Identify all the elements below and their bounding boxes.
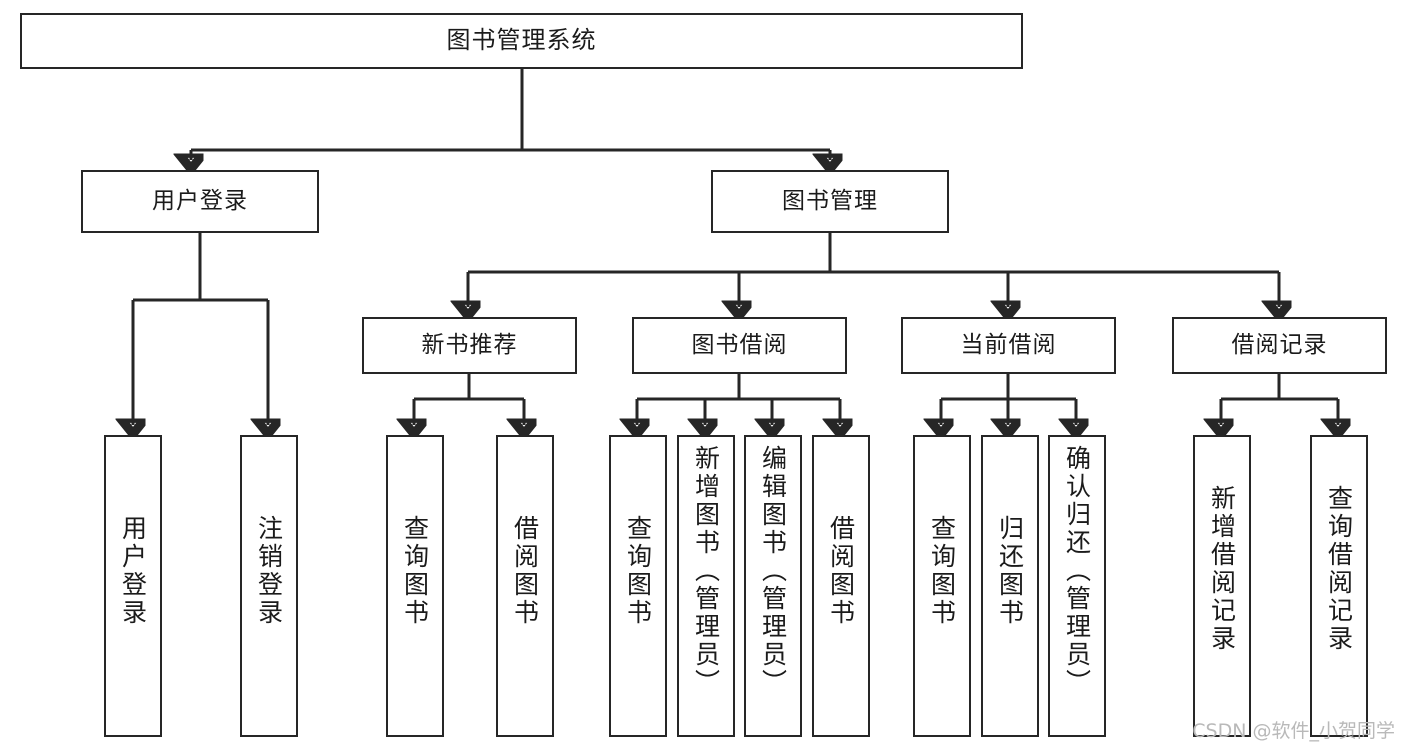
node-label: 当前借阅: [960, 332, 1057, 359]
node-label: 图书管理: [782, 188, 878, 215]
node-label: 编辑图书（管理员）: [758, 445, 788, 697]
node-label: 借阅图书: [510, 515, 540, 627]
leaf-borrow-book[interactable]: 借阅图书: [812, 435, 870, 737]
leaf-logout[interactable]: 注销登录: [240, 435, 298, 737]
node-label: 查询借阅记录: [1324, 485, 1354, 653]
node-book-manage[interactable]: 图书管理: [711, 170, 949, 233]
node-root-system[interactable]: 图书管理系统: [20, 13, 1023, 69]
node-label: 用户登录: [152, 188, 248, 215]
node-label: 图书管理系统: [446, 26, 597, 55]
leaf-query-book-current[interactable]: 查询图书: [913, 435, 971, 737]
node-new-book-recommend[interactable]: 新书推荐: [362, 317, 577, 374]
node-label: 新书推荐: [421, 332, 518, 359]
leaf-query-book-borrow[interactable]: 查询图书: [609, 435, 667, 737]
leaf-add-borrow-record[interactable]: 新增借阅记录: [1193, 435, 1251, 737]
node-book-borrow[interactable]: 图书借阅: [632, 317, 847, 374]
node-label: 新增图书（管理员）: [691, 445, 721, 697]
node-label: 归还图书: [995, 515, 1025, 627]
node-user-login[interactable]: 用户登录: [81, 170, 319, 233]
node-label: 图书借阅: [691, 332, 788, 359]
leaf-user-login[interactable]: 用户登录: [104, 435, 162, 737]
watermark-text: CSDN @软件_小贺同学: [1192, 720, 1395, 742]
leaf-borrow-book-recommend[interactable]: 借阅图书: [496, 435, 554, 737]
leaf-return-book[interactable]: 归还图书: [981, 435, 1039, 737]
node-label: 查询图书: [623, 515, 653, 627]
node-label: 借阅图书: [826, 515, 856, 627]
node-label: 查询图书: [400, 515, 430, 627]
leaf-edit-book[interactable]: 编辑图书（管理员）: [744, 435, 802, 737]
node-label: 新增借阅记录: [1207, 485, 1237, 653]
leaf-add-book[interactable]: 新增图书（管理员）: [677, 435, 735, 737]
node-label: 注销登录: [254, 515, 284, 627]
node-label: 借阅记录: [1231, 332, 1328, 359]
leaf-query-borrow-record[interactable]: 查询借阅记录: [1310, 435, 1368, 737]
leaf-query-book-recommend[interactable]: 查询图书: [386, 435, 444, 737]
node-label: 查询图书: [927, 515, 957, 627]
node-label: 确认归还（管理员）: [1062, 445, 1092, 697]
leaf-confirm-return[interactable]: 确认归还（管理员）: [1048, 435, 1106, 737]
node-borrow-record[interactable]: 借阅记录: [1172, 317, 1387, 374]
node-label: 用户登录: [118, 515, 148, 627]
node-current-borrow[interactable]: 当前借阅: [901, 317, 1116, 374]
